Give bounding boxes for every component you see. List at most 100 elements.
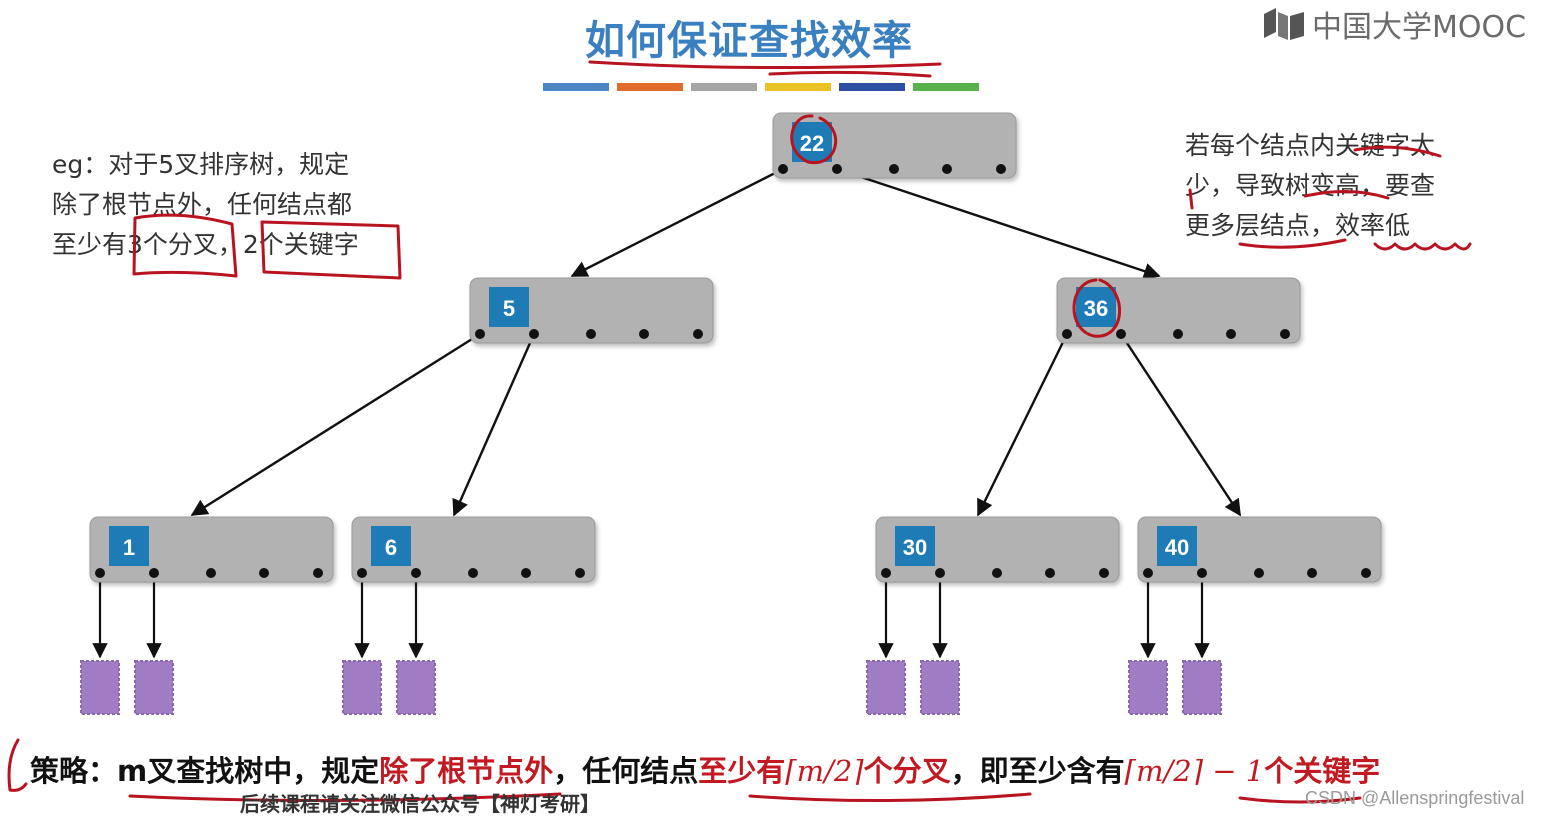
tree-node-box bbox=[1056, 277, 1301, 344]
tree-node: 40 bbox=[1137, 516, 1382, 583]
tree-node: 5 bbox=[469, 277, 714, 344]
example-note-line: 除了根节点外，任何结点都 bbox=[52, 190, 353, 219]
strategy-underline-1 bbox=[128, 792, 562, 803]
child-pointer-dot bbox=[357, 568, 367, 578]
tree-node-box bbox=[469, 277, 714, 344]
child-pointer-dot bbox=[935, 568, 945, 578]
efficiency-note: 若每个结点内关键字太 少，导致树变高，要查 更多层结点，效率低 bbox=[1185, 126, 1485, 246]
tree-edge-arrow bbox=[452, 333, 536, 517]
child-pointer-dot bbox=[1361, 568, 1371, 578]
too-few-keys-mark bbox=[1353, 145, 1442, 158]
key-label: 40 bbox=[1165, 535, 1189, 560]
child-pointer-dot bbox=[778, 164, 788, 174]
strategy-highlight-min: 至少有 bbox=[698, 754, 786, 788]
child-pointer-dot bbox=[529, 329, 539, 339]
tree-node-box bbox=[875, 516, 1120, 583]
title-underline-mark bbox=[588, 60, 942, 78]
strategy-highlight-root: 除了根节点外 bbox=[379, 754, 554, 788]
tree-node: 1 bbox=[89, 516, 334, 583]
tree-node: 6 bbox=[351, 516, 596, 583]
child-pointer-dot bbox=[832, 164, 842, 174]
tree-edge-arrow bbox=[190, 332, 481, 517]
tree-node-box bbox=[1137, 516, 1382, 583]
child-pointer-dot bbox=[1099, 568, 1109, 578]
tree-node: 22 bbox=[772, 112, 1017, 179]
strategy-text-part: ，任何结点 bbox=[553, 754, 699, 788]
null-leaf-node bbox=[866, 660, 906, 715]
tree-edge-arrow bbox=[976, 333, 1069, 517]
sub-caption: 后续课程请关注微信公众号【神灯考研】 bbox=[240, 792, 600, 816]
child-pointer-dot bbox=[693, 329, 703, 339]
three-branches-box bbox=[132, 213, 238, 278]
child-pointer-dot bbox=[992, 568, 1002, 578]
logo: 中国大学MOOC bbox=[1262, 2, 1526, 46]
child-pointer-dot bbox=[1143, 568, 1153, 578]
key-cell bbox=[1157, 526, 1197, 566]
key-cell bbox=[109, 526, 149, 566]
null-leaf-node bbox=[1182, 660, 1222, 715]
child-pointer-dot bbox=[586, 329, 596, 339]
child-pointer-dot bbox=[1280, 329, 1290, 339]
null-leaf-node bbox=[1128, 660, 1168, 715]
child-pointer-dot bbox=[639, 329, 649, 339]
null-leaf-node bbox=[134, 660, 174, 715]
tree-node: 36 bbox=[1056, 277, 1301, 344]
strategy-bracket-mark bbox=[7, 738, 28, 792]
tree-edge-arrow bbox=[1119, 333, 1242, 517]
child-pointer-dot bbox=[1173, 329, 1183, 339]
child-pointer-dot bbox=[475, 329, 485, 339]
key-cell bbox=[489, 287, 529, 327]
child-pointer-dot bbox=[1116, 329, 1126, 339]
example-note: eg：对于5叉排序树，规定 除了根节点外，任何结点都 至少有3个分叉，2个关键字 bbox=[52, 145, 412, 265]
key36-circle bbox=[1072, 278, 1122, 338]
child-pointer-dot bbox=[889, 164, 899, 174]
key-label: 36 bbox=[1084, 296, 1108, 321]
child-pointer-dot bbox=[996, 164, 1006, 174]
strategy-text-part: ，即至少含有 bbox=[950, 754, 1125, 788]
more-levels-underline bbox=[1238, 238, 1347, 249]
child-pointer-dot bbox=[95, 568, 105, 578]
null-leaf-node bbox=[342, 660, 382, 715]
child-pointer-dot bbox=[575, 568, 585, 578]
strategy-underline-2 bbox=[748, 792, 1032, 803]
key-cell bbox=[371, 526, 411, 566]
key-label: 1 bbox=[123, 535, 135, 560]
child-pointer-dot bbox=[521, 568, 531, 578]
child-pointer-dot bbox=[313, 568, 323, 578]
child-pointer-dot bbox=[468, 568, 478, 578]
key-cell bbox=[1076, 287, 1116, 327]
taller-tree-underline bbox=[1303, 190, 1390, 200]
key-cell bbox=[895, 526, 935, 566]
child-pointer-dot bbox=[206, 568, 216, 578]
efficiency-note-line: 更多层结点，效率低 bbox=[1185, 211, 1411, 240]
child-pointer-dot bbox=[1062, 329, 1072, 339]
child-pointer-dot bbox=[942, 164, 952, 174]
strategy-highlight-keys: 个关键字 bbox=[1264, 754, 1381, 788]
null-leaf-node bbox=[396, 660, 436, 715]
tree-node: 30 bbox=[875, 516, 1120, 583]
strategy-highlight-branches: 个分叉 bbox=[863, 754, 951, 788]
strategy-formula-branches: ⌈m/2⌉ bbox=[785, 754, 864, 788]
low-efficiency-wave bbox=[1373, 242, 1472, 251]
key-label: 6 bbox=[385, 535, 397, 560]
child-pointer-dot bbox=[259, 568, 269, 578]
child-pointer-dot bbox=[881, 568, 891, 578]
two-keys-box bbox=[260, 220, 402, 280]
tree-edge-arrow bbox=[570, 167, 784, 278]
child-pointer-dot bbox=[1045, 568, 1055, 578]
null-leaf-node bbox=[80, 660, 120, 715]
tree-node-box bbox=[351, 516, 596, 583]
efficiency-note-line: 若每个结点内关键字太 bbox=[1185, 131, 1436, 160]
watermark: CSDN @Allenspringfestival bbox=[1305, 788, 1525, 808]
key-label: 30 bbox=[903, 535, 927, 560]
strategy-underline-3 bbox=[1238, 796, 1362, 804]
root-key-circle bbox=[790, 114, 838, 165]
child-pointer-dot bbox=[149, 568, 159, 578]
example-note-line: 至少有3个分叉，2个关键字 bbox=[52, 230, 359, 259]
strategy-formula-keys: ⌈m/2⌉ − 1 bbox=[1124, 754, 1265, 788]
strategy-prefix: 策略：m叉查找树中，规定 bbox=[30, 754, 380, 788]
null-leaf-node bbox=[920, 660, 960, 715]
child-pointer-dot bbox=[1307, 568, 1317, 578]
child-pointer-dot bbox=[1197, 568, 1207, 578]
